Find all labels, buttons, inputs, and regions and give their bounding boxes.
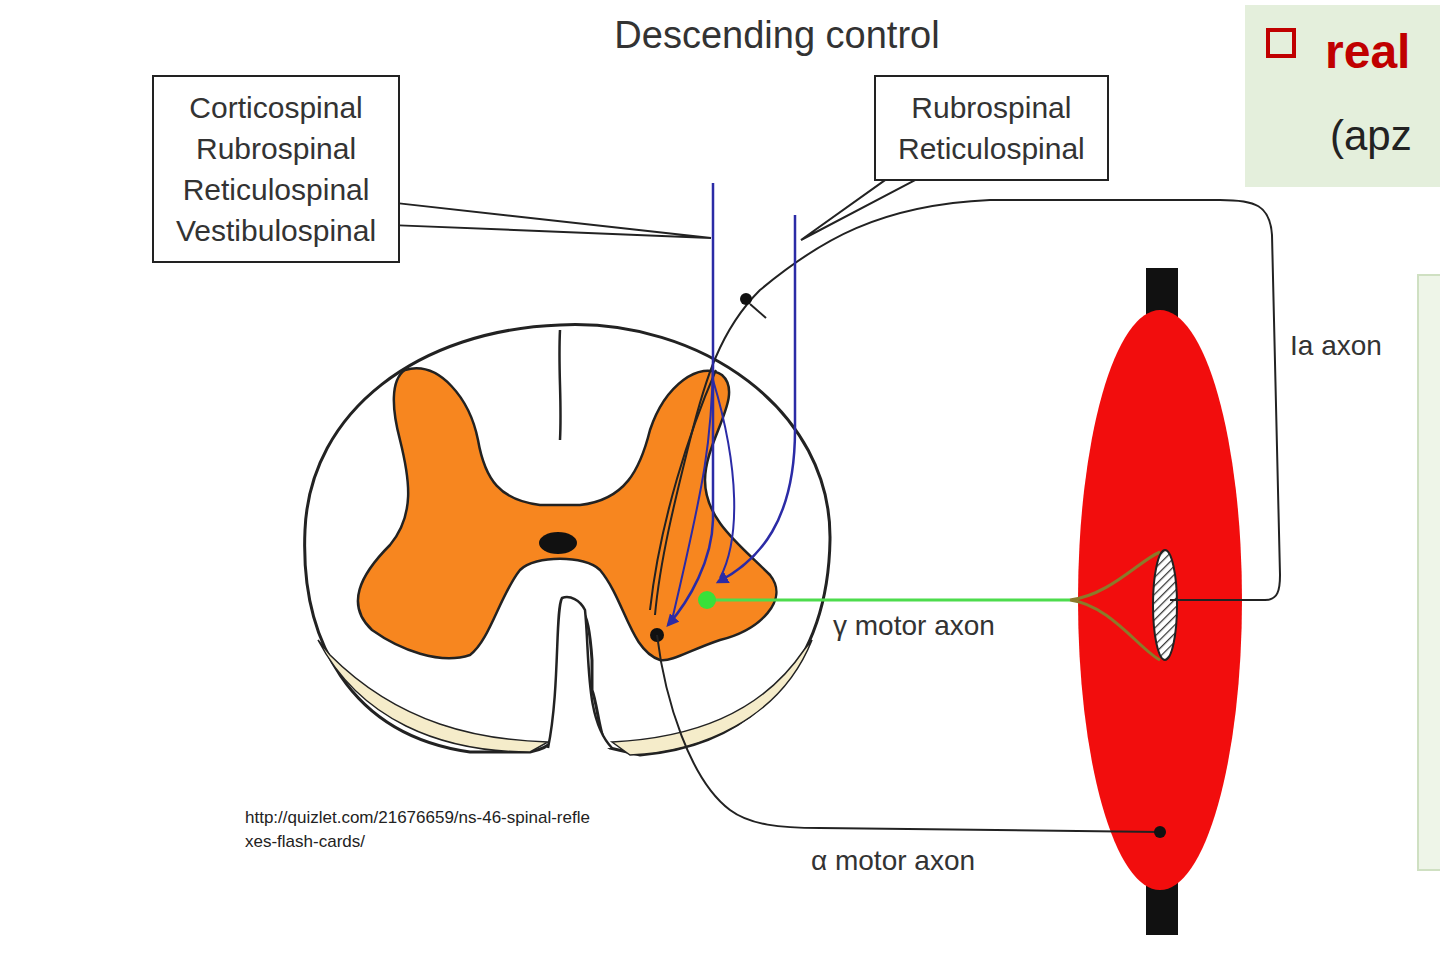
panel-heading: real bbox=[1325, 24, 1410, 79]
panel-heading: (apz bbox=[1330, 112, 1412, 160]
part-label: α motor axon bbox=[811, 845, 975, 877]
callout-box: Rubrospinal Reticulospinal bbox=[874, 75, 1109, 181]
spinal-cord bbox=[305, 325, 830, 755]
callout-box: Corticospinal Rubrospinal Reticulospinal… bbox=[152, 75, 400, 263]
descending-tract bbox=[668, 183, 713, 625]
diagram-title: Descending control bbox=[614, 14, 939, 57]
descending-tract bbox=[718, 215, 795, 582]
callout-leader bbox=[399, 203, 711, 238]
ganglion-stem bbox=[750, 304, 766, 318]
tract-list: Rubrospinal Reticulospinal bbox=[898, 87, 1085, 169]
descending-tract bbox=[672, 360, 713, 620]
descending-tract bbox=[713, 380, 734, 578]
source-url: http://quizlet.com/21676659/ns-46-spinal… bbox=[245, 806, 590, 854]
part-label: γ motor axon bbox=[833, 610, 995, 642]
checkbox-symbol bbox=[1268, 30, 1294, 56]
ia-axon-line bbox=[655, 200, 1280, 615]
alpha-motor-axon-line bbox=[657, 635, 1160, 832]
side-panel bbox=[1245, 5, 1440, 187]
side-panel bbox=[1418, 275, 1440, 870]
tract-list: Corticospinal Rubrospinal Reticulospinal… bbox=[176, 87, 376, 251]
muscle-spindle bbox=[1153, 550, 1177, 660]
muscle bbox=[1070, 268, 1242, 935]
callout-leader bbox=[801, 180, 915, 240]
dorsal-root-ganglion bbox=[740, 293, 752, 305]
gamma-motor-neuron bbox=[698, 591, 716, 609]
neuromuscular-junction bbox=[1154, 826, 1166, 838]
part-label: Ia axon bbox=[1290, 330, 1382, 362]
gamma-motor-axon-line bbox=[707, 599, 1070, 602]
callout-leaders bbox=[399, 180, 915, 240]
